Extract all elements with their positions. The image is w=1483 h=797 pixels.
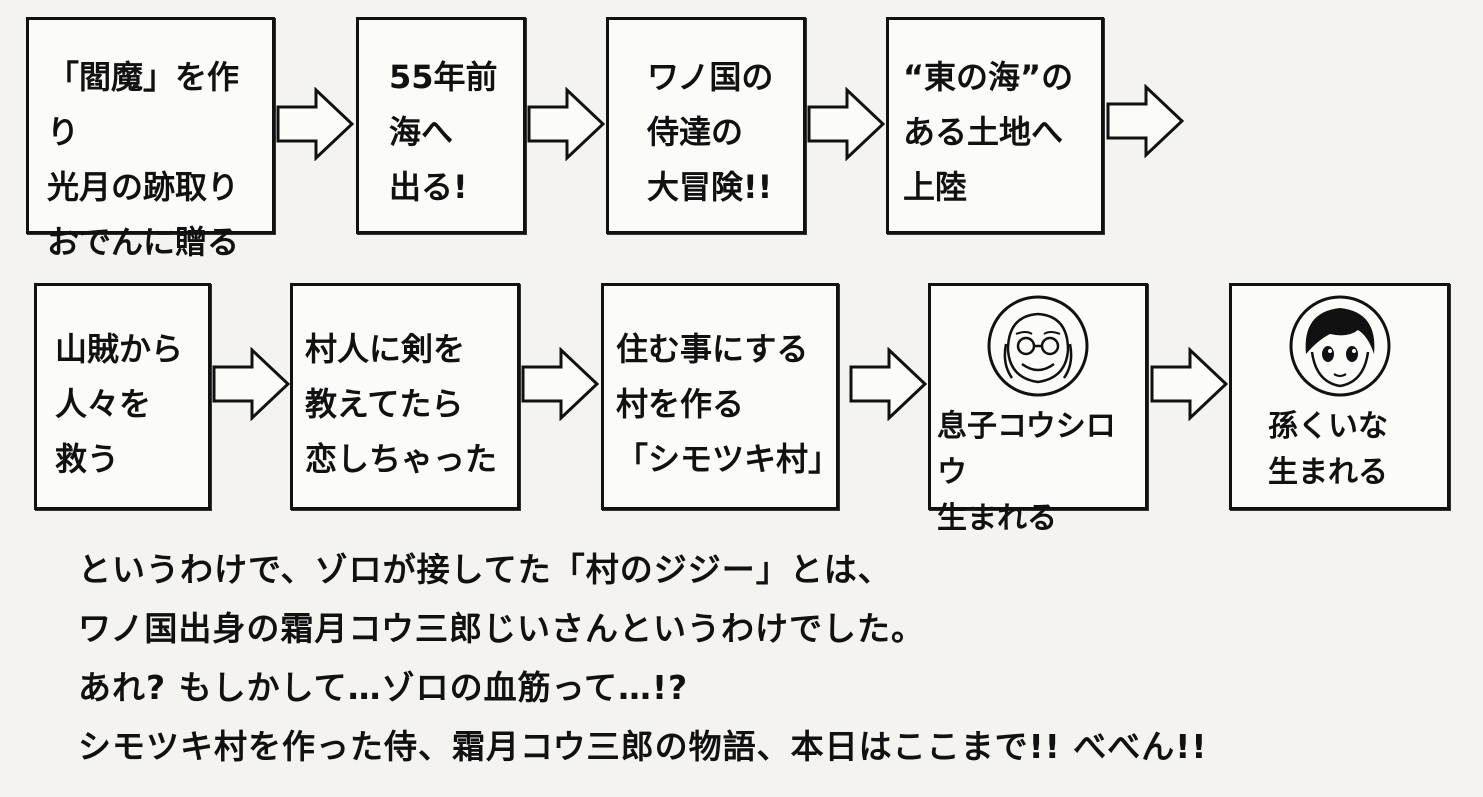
- timeline-text-9: 孫くいな 生まれる: [1268, 409, 1388, 490]
- right-arrow-icon: [212, 347, 290, 421]
- caption-line-1: というわけで、ゾロが接してた「村のジジー」とは、: [78, 550, 892, 589]
- timeline-text-6: 村人に剣を 教えてたら 恋しちゃった: [305, 330, 498, 478]
- timeline-box-8: 息子コウシロウ 生まれる: [928, 283, 1148, 536]
- girl-face-portrait: [1288, 294, 1392, 398]
- timeline-box-6: 村人に剣を 教えてたら 恋しちゃった: [290, 283, 520, 510]
- timeline-text-2: 55年前 海へ 出る!: [389, 58, 498, 206]
- right-arrow-icon: [807, 87, 885, 161]
- girl-face-icon: [1289, 295, 1390, 397]
- timeline-text-4: “東の海”の ある土地へ 上陸: [903, 58, 1074, 206]
- story-caption: というわけで、ゾロが接してた「村のジジー」とは、 ワノ国出身の霜月コウ三郎じいさ…: [78, 540, 1458, 776]
- timeline-box-9: 孫くいな 生まれる: [1229, 283, 1450, 510]
- timeline-box-2: 55年前 海へ 出る!: [356, 17, 526, 234]
- timeline-box-4: “東の海”の ある土地へ 上陸: [886, 17, 1104, 234]
- timeline-box-5: 山賊から 人々を 救う: [34, 283, 211, 510]
- arrow-7: [849, 347, 927, 421]
- arrow-4: [1106, 84, 1184, 158]
- timeline-text-8: 息子コウシロウ 生まれる: [937, 409, 1116, 536]
- timeline-box-7: 住む事にする 村を作る 「シモツキ村」: [601, 283, 841, 510]
- right-arrow-icon: [521, 347, 599, 421]
- arrow-3: [807, 87, 885, 161]
- right-arrow-icon: [527, 87, 605, 161]
- caption-line-3: あれ? もしかして…ゾロの血筋って…!?: [78, 668, 689, 707]
- arrow-6: [521, 347, 599, 421]
- caption-line-4: シモツキ村を作った侍、霜月コウ三郎の物語、本日はここまで!! べべん!!: [78, 727, 1208, 766]
- right-arrow-icon: [1150, 347, 1228, 421]
- timeline-box-3: ワノ国の 侍達の 大冒険!!: [606, 17, 806, 234]
- right-arrow-icon: [276, 87, 354, 161]
- timeline-box-1: 「閻魔」を作り 光月の跡取り おでんに贈る: [26, 17, 275, 261]
- right-arrow-icon: [1106, 84, 1184, 158]
- arrow-8: [1150, 347, 1228, 421]
- arrow-5: [212, 347, 290, 421]
- timeline-text-3: ワノ国の 侍達の 大冒険!!: [647, 58, 774, 206]
- timeline-text-1: 「閻魔」を作り 光月の跡取り おでんに贈る: [47, 58, 240, 261]
- right-arrow-icon: [849, 347, 927, 421]
- timeline-text-7: 住む事にする 村を作る 「シモツキ村」: [616, 330, 841, 478]
- old-man-face-icon: [987, 295, 1089, 397]
- arrow-1: [276, 87, 354, 161]
- caption-line-2: ワノ国出身の霜月コウ三郎じいさんというわけでした。: [78, 609, 926, 648]
- old-man-face-portrait: [986, 294, 1090, 398]
- arrow-2: [527, 87, 605, 161]
- timeline-text-5: 山賊から 人々を 救う: [55, 330, 184, 478]
